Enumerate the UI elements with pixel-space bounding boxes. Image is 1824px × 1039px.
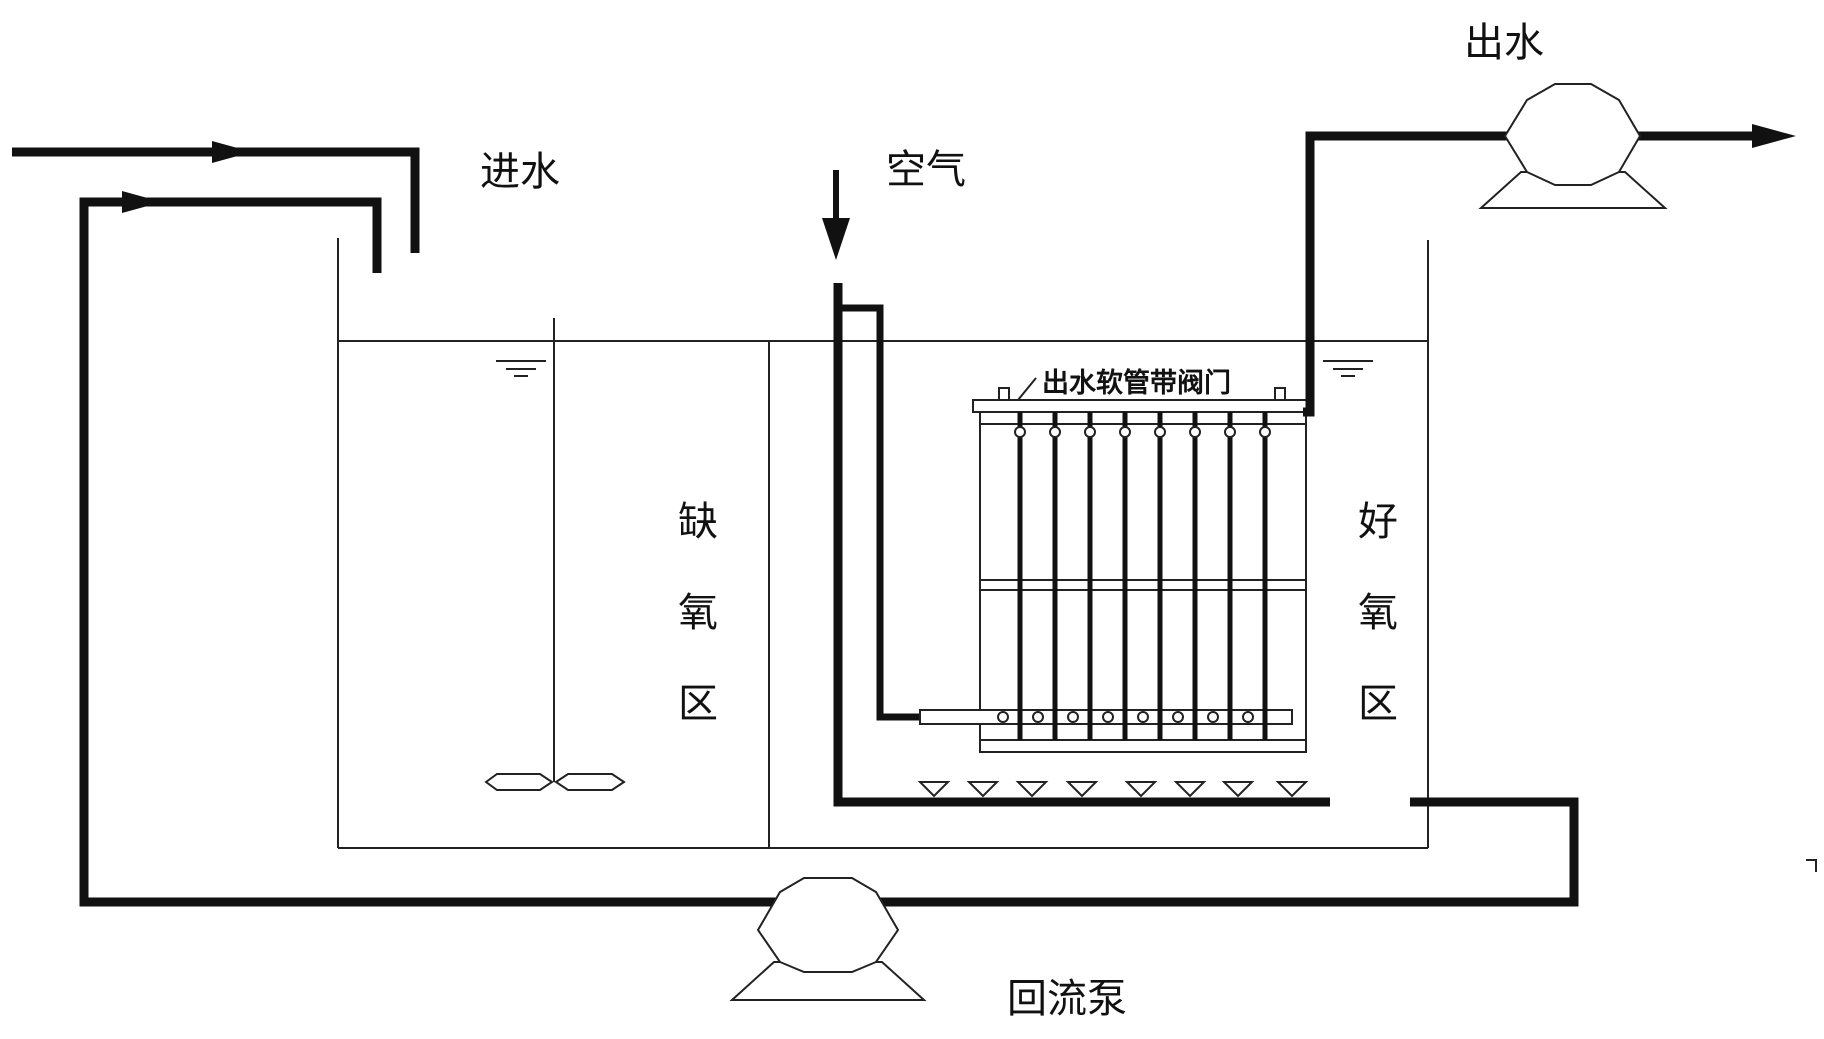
anoxic-zone-label-1: 缺 — [678, 499, 718, 545]
return-flow-pipe — [79, 197, 1579, 907]
return-pump-label: 回流泵 — [1007, 976, 1127, 1022]
inlet-pipe — [12, 147, 420, 253]
aerobic-zone-label-2: 氧 — [1358, 590, 1398, 636]
membrane-tube-valves — [997, 426, 1271, 723]
anoxic-zone-label-3: 区 — [678, 681, 718, 727]
membrane-module — [919, 387, 1314, 753]
membrane-tubes — [1017, 412, 1268, 740]
air-pipe-upper — [838, 304, 920, 721]
outlet-label: 出水 — [1464, 20, 1544, 66]
aerobic-zone-label-3: 区 — [1358, 681, 1398, 727]
corner-mark — [1806, 859, 1817, 872]
inlet-label: 进水 — [480, 149, 560, 195]
membrane-pipe-label: 出水软管带阀门 — [1042, 368, 1231, 399]
membrane-pipe-leader — [1017, 377, 1037, 401]
outlet-pump-icon — [1478, 83, 1668, 209]
aeration-diffusers — [917, 781, 1309, 798]
mixer — [484, 318, 626, 791]
aerobic-zone-label-1: 好 — [1358, 499, 1398, 545]
water-level-symbol — [1323, 360, 1373, 377]
air-inlet-arrow-head — [822, 218, 850, 260]
inlet-flow-arrow — [212, 141, 252, 163]
air-pipe — [833, 283, 1330, 807]
return-flow-arrow — [122, 191, 162, 213]
water-level-symbol — [496, 360, 546, 377]
outlet-flow-arrow — [1752, 124, 1796, 148]
return-pump-icon — [729, 877, 927, 1001]
air-label: 空气 — [886, 147, 966, 193]
anoxic-zone-label-2: 氧 — [678, 590, 718, 636]
